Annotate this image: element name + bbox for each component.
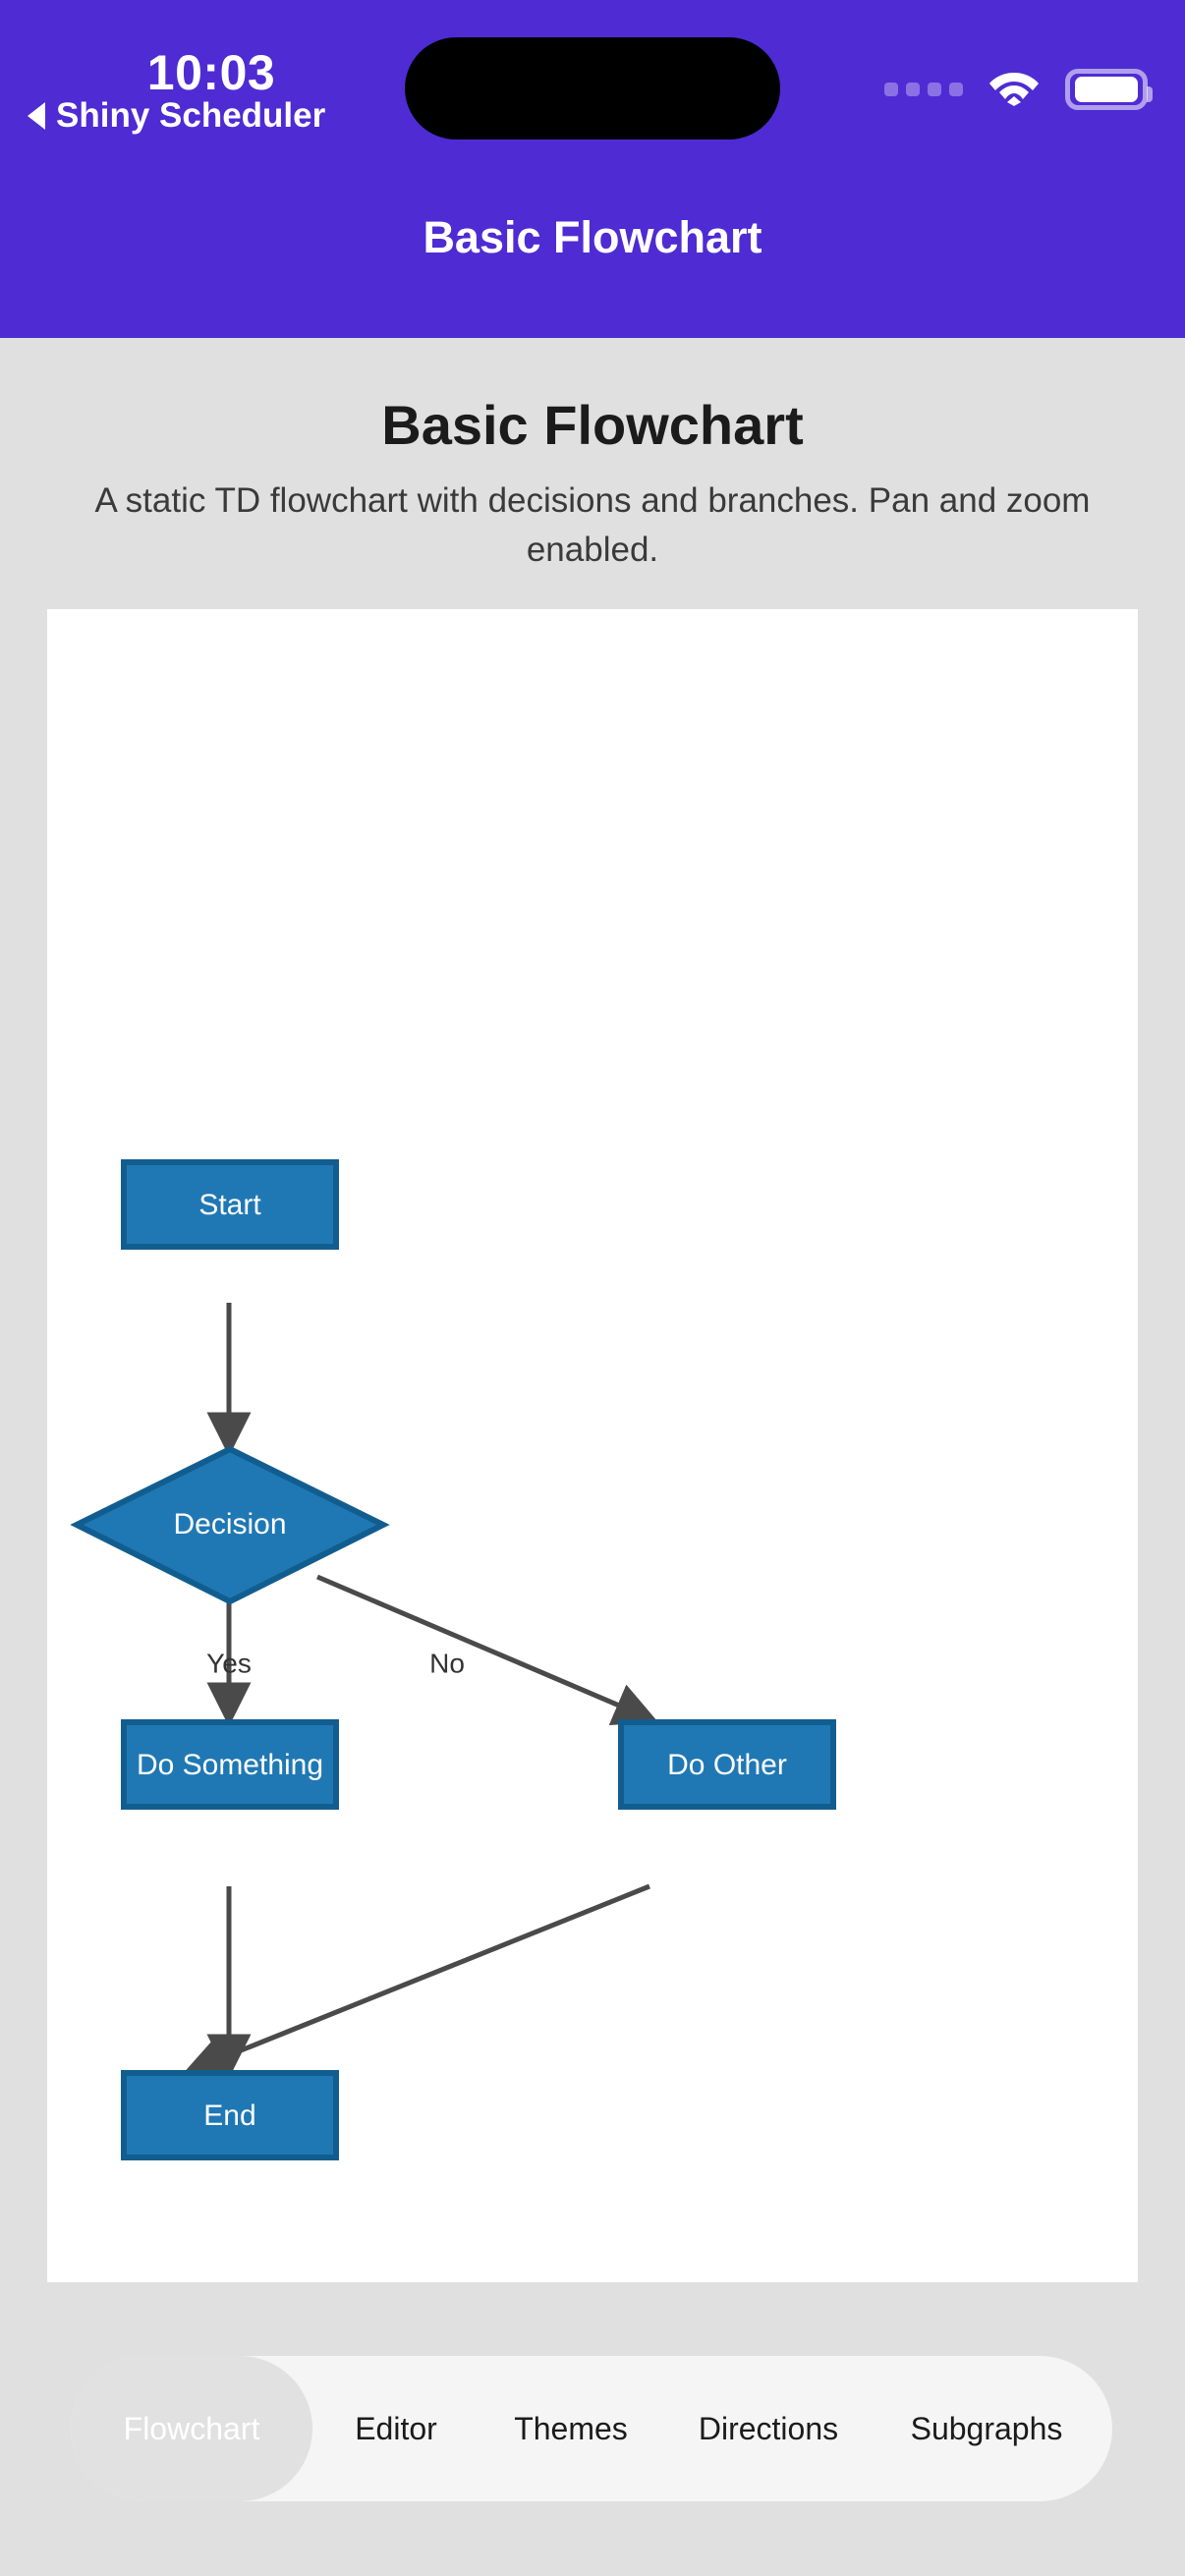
node-do-other[interactable] (618, 1719, 836, 1810)
status-bar-time: 10:03 (146, 45, 276, 100)
wifi-icon (988, 67, 1040, 111)
node-do-something-label: Do Something (137, 1749, 323, 1781)
node-start-label: Start (198, 1189, 261, 1221)
node-end[interactable] (121, 2070, 339, 2160)
tab-flowchart[interactable]: Flowchart (71, 2356, 312, 2501)
cellular-dots-icon (884, 82, 963, 96)
tab-themes-label: Themes (514, 2410, 628, 2446)
node-end-label: End (203, 2100, 255, 2132)
edge-label-yes: Yes (206, 1648, 252, 1678)
dynamic-island (405, 37, 780, 140)
edge-doother-end (183, 1883, 650, 2078)
edge-decision-doother (316, 1574, 658, 1725)
node-decision-label: Decision (173, 1508, 286, 1540)
tab-directions-label: Directions (698, 2410, 839, 2446)
flowchart-svg[interactable]: Yes No Start Decision Do Something Do Ot… (47, 609, 1138, 2282)
tab-subgraphs-label: Subgraphs (910, 2410, 1063, 2446)
triangle-left-icon (28, 102, 45, 130)
nav-title: Basic Flowchart (423, 212, 762, 262)
tab-directions[interactable]: Directions (662, 2356, 875, 2501)
node-do-other-label: Do Other (667, 1749, 787, 1781)
tab-editor-label: Editor (355, 2410, 437, 2446)
edge-label-no: No (429, 1648, 465, 1678)
tab-editor[interactable]: Editor (312, 2356, 480, 2501)
tab-bar: Flowchart Editor Themes Directions Subgr… (71, 2356, 1112, 2501)
diagram-canvas[interactable]: Yes No Start Decision Do Something Do Ot… (47, 609, 1138, 2282)
tab-subgraphs[interactable]: Subgraphs (875, 2356, 1099, 2501)
battery-full-icon (1065, 68, 1153, 110)
back-link-label: Shiny Scheduler (56, 96, 326, 135)
node-do-something[interactable] (121, 1719, 339, 1810)
node-start[interactable] (121, 1159, 339, 1250)
app-header: 10:03 Shiny Scheduler Basic Flowchart (0, 0, 1185, 338)
status-bar-indicators (884, 67, 1153, 111)
page-title: Basic Flowchart (381, 394, 804, 456)
tab-flowchart-label: Flowchart (123, 2410, 260, 2446)
page-description: A static TD flowchart with decisions and… (94, 481, 1091, 569)
node-decision[interactable] (70, 1445, 390, 1605)
tab-themes[interactable]: Themes (480, 2356, 662, 2501)
back-link[interactable]: Shiny Scheduler (28, 96, 325, 136)
